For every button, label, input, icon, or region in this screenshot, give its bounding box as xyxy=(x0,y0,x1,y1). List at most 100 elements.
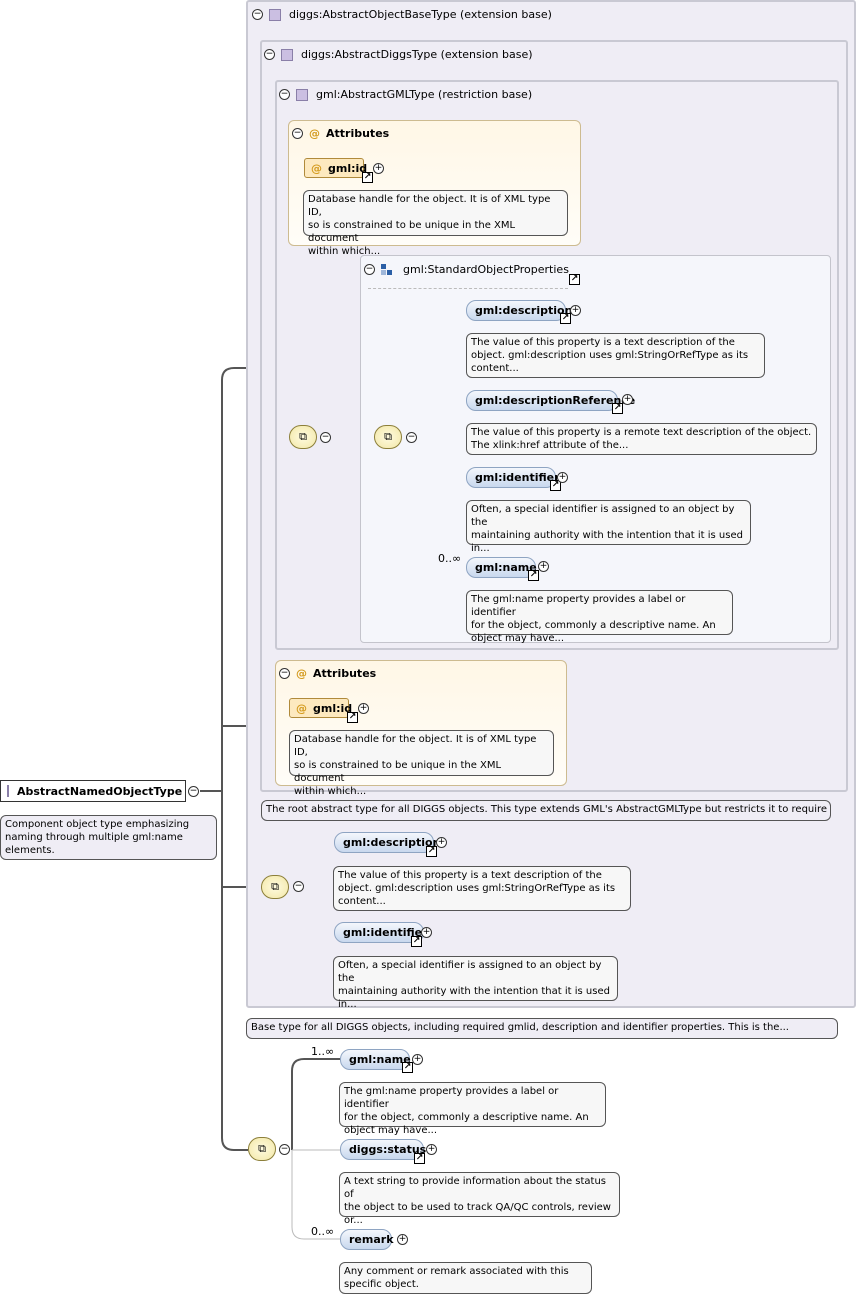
attributes-title: Attributes xyxy=(326,127,390,140)
expand-icon[interactable]: + xyxy=(426,1144,437,1155)
complex-type-icon xyxy=(7,785,9,797)
attribute-icon: @ xyxy=(309,127,320,140)
element-name: gml:identifier xyxy=(343,926,428,939)
occurrence-label: 0..∞ xyxy=(311,1225,335,1238)
reference-icon[interactable]: ↗ xyxy=(362,172,373,183)
collapse-toggle-icon[interactable]: − xyxy=(320,432,331,443)
element-gml-description-reference[interactable]: gml:descriptionReference xyxy=(466,390,635,411)
base-type-title: diggs:AbstractObjectBaseType (extension … xyxy=(289,8,552,21)
reference-icon[interactable]: ↗ xyxy=(411,936,422,947)
collapse-toggle-icon[interactable]: − xyxy=(292,128,303,139)
gml-type-header: − gml:AbstractGMLType (restriction base) xyxy=(279,88,532,101)
complex-type-icon xyxy=(296,88,308,101)
expand-icon[interactable]: + xyxy=(622,394,633,405)
root-type-doc: Component object type emphasizing naming… xyxy=(0,815,217,860)
reference-icon[interactable]: ↗ xyxy=(402,1062,413,1073)
element-gml-identifier[interactable]: gml:identifier xyxy=(466,467,560,488)
diggs-type-title: diggs:AbstractDiggsType (extension base) xyxy=(301,48,533,61)
expand-icon[interactable]: + xyxy=(358,703,369,714)
element-name: gml:descriptionReference xyxy=(475,394,636,407)
gml-type-title: gml:AbstractGMLType (restriction base) xyxy=(316,88,533,101)
element-gml-description[interactable]: gml:description xyxy=(334,832,440,853)
reference-icon[interactable]: ↗ xyxy=(347,712,358,723)
expand-icon[interactable]: + xyxy=(412,1054,423,1065)
element-doc: The gml:name property provides a label o… xyxy=(466,590,733,644)
complex-type-icon xyxy=(269,8,281,21)
diggs-type-header: − diggs:AbstractDiggsType (extension bas… xyxy=(264,48,533,61)
attribute-gml-id[interactable]: @ gml:id xyxy=(304,158,368,178)
collapse-toggle-icon[interactable]: − xyxy=(188,786,199,797)
expand-icon[interactable]: + xyxy=(557,472,568,483)
sequence-compositor-icon[interactable]: ⧉ xyxy=(289,425,317,449)
element-name: gml:description xyxy=(475,304,573,317)
element-diggs-status[interactable]: diggs:status xyxy=(340,1139,427,1160)
reference-icon[interactable]: ↗ xyxy=(569,274,580,285)
element-name: gml:name xyxy=(475,561,537,574)
expand-icon[interactable]: + xyxy=(421,927,432,938)
collapse-toggle-icon[interactable]: − xyxy=(252,9,263,20)
sequence-compositor-icon[interactable]: ⧉ xyxy=(374,425,402,449)
attributes-title: Attributes xyxy=(313,667,377,680)
group-icon xyxy=(381,263,395,276)
group-title: gml:StandardObjectProperties xyxy=(403,263,569,276)
root-type-label: AbstractNamedObjectType xyxy=(17,784,183,798)
diggs-type-doc: The root abstract type for all DIGGS obj… xyxy=(261,800,831,821)
attribute-icon: @ xyxy=(296,701,307,715)
element-gml-name[interactable]: gml:name xyxy=(466,557,537,578)
attributes-header-outer: − @ Attributes xyxy=(279,667,376,680)
element-doc: Often, a special identifier is assigned … xyxy=(333,956,618,1010)
element-doc: The value of this property is a text des… xyxy=(333,866,631,911)
element-name: remark xyxy=(349,1233,394,1246)
divider xyxy=(368,288,568,289)
expand-icon[interactable]: + xyxy=(436,837,447,848)
element-doc: Any comment or remark associated with th… xyxy=(339,1262,592,1294)
attribute-icon: @ xyxy=(311,161,322,175)
reference-icon[interactable]: ↗ xyxy=(560,313,571,324)
element-gml-description[interactable]: gml:description xyxy=(466,300,572,321)
element-doc: Often, a special identifier is assigned … xyxy=(466,500,751,554)
base-type-doc: Base type for all DIGGS objects, includi… xyxy=(246,1018,838,1039)
occurrence-label: 0..∞ xyxy=(438,552,462,565)
collapse-toggle-icon[interactable]: − xyxy=(364,264,375,275)
element-name: diggs:status xyxy=(349,1143,427,1156)
attribute-doc: Database handle for the object. It is of… xyxy=(289,730,554,797)
collapse-toggle-icon[interactable]: − xyxy=(279,668,290,679)
element-remark[interactable]: remark xyxy=(340,1229,394,1250)
attribute-gml-id[interactable]: @ gml:id xyxy=(289,698,353,718)
complex-type-icon xyxy=(281,48,293,61)
element-gml-name[interactable]: gml:name xyxy=(340,1049,411,1070)
element-doc: The value of this property is a text des… xyxy=(466,333,765,378)
element-doc: The value of this property is a remote t… xyxy=(466,423,817,455)
occurrence-label: 1..∞ xyxy=(311,1045,335,1058)
element-doc: The gml:name property provides a label o… xyxy=(339,1082,606,1136)
root-type-box[interactable]: AbstractNamedObjectType xyxy=(0,780,186,802)
element-name: gml:description xyxy=(343,836,441,849)
collapse-toggle-icon[interactable]: − xyxy=(406,432,417,443)
expand-icon[interactable]: + xyxy=(570,305,581,316)
element-name: gml:identifier xyxy=(475,471,560,484)
sequence-compositor-icon[interactable]: ⧉ xyxy=(261,875,289,899)
reference-icon[interactable]: ↗ xyxy=(550,480,561,491)
expand-icon[interactable]: + xyxy=(538,561,549,572)
expand-icon[interactable]: + xyxy=(397,1234,408,1245)
element-doc: A text string to provide information abo… xyxy=(339,1172,620,1226)
attribute-icon: @ xyxy=(296,667,307,680)
expand-icon[interactable]: + xyxy=(373,163,384,174)
sequence-compositor-icon[interactable]: ⧉ xyxy=(248,1137,276,1161)
attribute-name: gml:id xyxy=(313,701,353,715)
collapse-toggle-icon[interactable]: − xyxy=(279,1144,290,1155)
element-name: gml:name xyxy=(349,1053,411,1066)
attributes-header-inner: − @ Attributes xyxy=(292,127,389,140)
collapse-toggle-icon[interactable]: − xyxy=(293,881,304,892)
attribute-name: gml:id xyxy=(328,161,368,175)
base-type-header: − diggs:AbstractObjectBaseType (extensio… xyxy=(252,8,552,21)
collapse-toggle-icon[interactable]: − xyxy=(279,89,290,100)
attribute-doc: Database handle for the object. It is of… xyxy=(303,190,568,257)
reference-icon[interactable]: ↗ xyxy=(426,846,437,857)
group-header: − gml:StandardObjectProperties xyxy=(364,263,569,276)
collapse-toggle-icon[interactable]: − xyxy=(264,49,275,60)
reference-icon[interactable]: ↗ xyxy=(414,1153,425,1164)
element-gml-identifier[interactable]: gml:identifier xyxy=(334,922,428,943)
reference-icon[interactable]: ↗ xyxy=(528,570,539,581)
reference-icon[interactable]: ↗ xyxy=(612,403,623,414)
